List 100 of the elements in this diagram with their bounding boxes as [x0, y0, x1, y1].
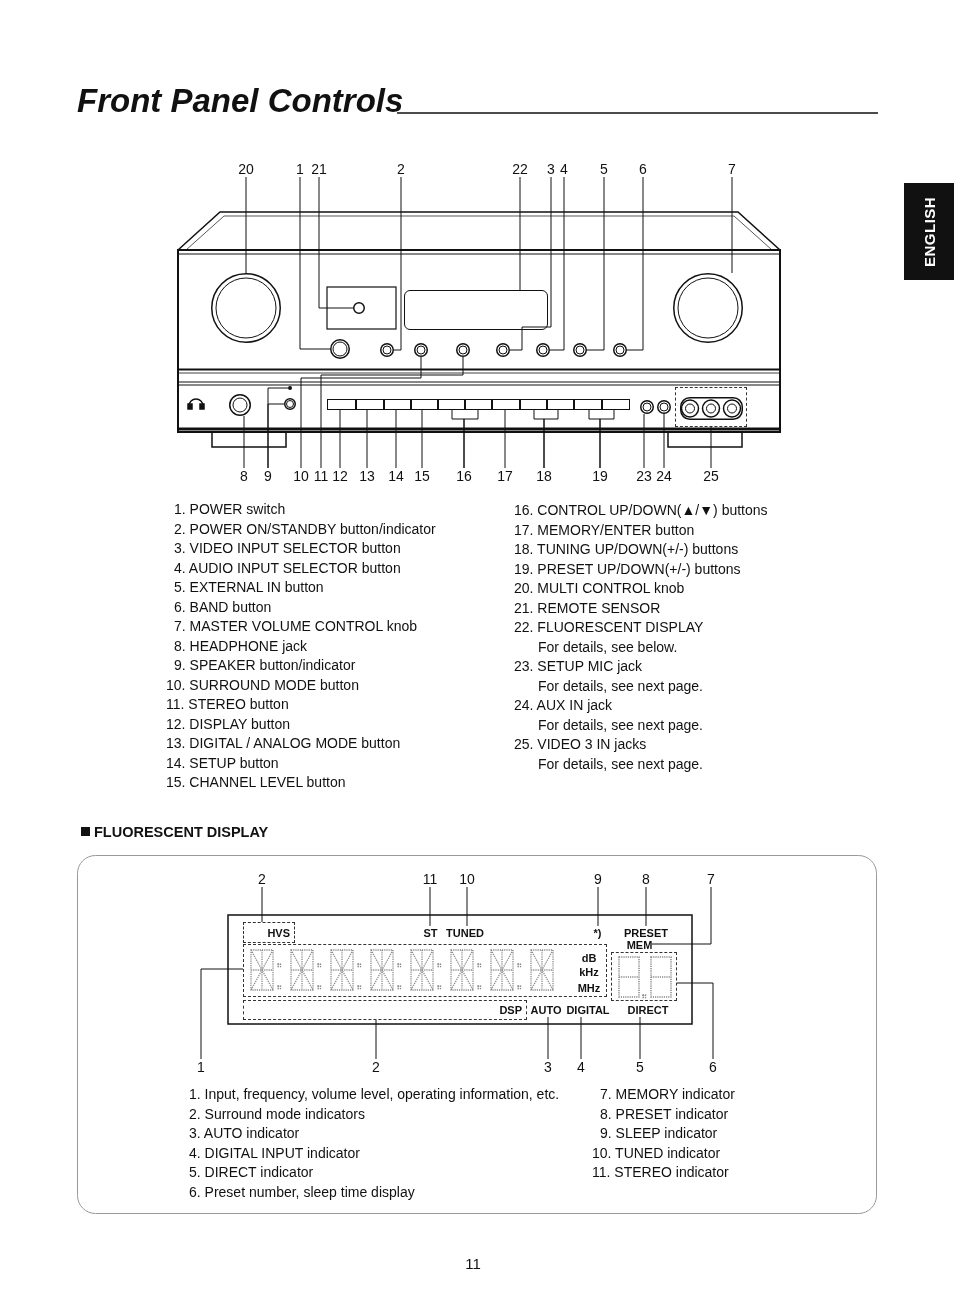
- leader-line: [547, 1016, 549, 1060]
- leader-line: [366, 409, 368, 469]
- list-item: 10. TUNED indicator: [592, 1144, 721, 1161]
- leader-line: [395, 409, 397, 469]
- callout-number: 7: [705, 871, 717, 887]
- knob: [673, 273, 743, 343]
- callout-number: 3: [542, 1059, 554, 1075]
- leader-line: [429, 886, 431, 927]
- note-text: For details, see next page.: [538, 677, 703, 694]
- panel-button: [520, 399, 547, 410]
- list-item: 25. VIDEO 3 IN jacks: [514, 736, 647, 752]
- round-button: [456, 343, 470, 357]
- panel-button: [438, 399, 465, 410]
- list-item: 24. AUX IN jack: [514, 697, 613, 713]
- leader-line: [543, 409, 559, 469]
- callout-number: 23: [634, 468, 654, 484]
- leader-line: [549, 176, 565, 351]
- list-item: 11. STEREO indicator: [592, 1164, 729, 1180]
- display-indicator: PRESET: [620, 926, 672, 939]
- video-input-panel: [675, 387, 747, 427]
- leader-line: [599, 409, 615, 469]
- list-item: 9. SPEAKER button/indicator: [174, 657, 356, 673]
- headphone-jack: [229, 394, 251, 416]
- list-item: 9. SLEEP indicator: [600, 1125, 718, 1141]
- indicator-light: [288, 386, 292, 390]
- leader-line: [597, 886, 599, 927]
- callout-number: 18: [534, 468, 554, 484]
- callout-number: 7: [726, 161, 738, 177]
- leader-line: [300, 356, 422, 469]
- list-item: 23. SETUP MIC jack: [514, 658, 643, 674]
- list-item: 1. POWER switch: [174, 501, 286, 517]
- leader-line: [519, 176, 521, 291]
- list-item: 2. Surround mode indicators: [189, 1105, 365, 1122]
- leader-line: [676, 982, 714, 1060]
- panel-button: [411, 399, 438, 410]
- leader-line: [320, 356, 464, 469]
- callout-number: 21: [309, 161, 329, 177]
- section-heading: FLUORESCENT DISPLAY: [94, 824, 269, 840]
- callout-number: 25: [701, 468, 721, 484]
- callout-number: 1: [294, 161, 306, 177]
- callout-number: 6: [707, 1059, 719, 1075]
- leader-line: [261, 886, 263, 923]
- list-item: 8. HEADPHONE jack: [174, 637, 308, 654]
- list-item: 14. SETUP button: [166, 754, 279, 771]
- power-button: [330, 339, 350, 359]
- callout-number: 24: [654, 468, 674, 484]
- display-indicator: ST: [420, 926, 441, 939]
- list-item: 5. DIRECT indicator: [189, 1164, 314, 1180]
- callout-number: 6: [637, 161, 649, 177]
- callout-number: 11: [420, 871, 440, 887]
- round-button: [414, 343, 428, 357]
- callout-number: 2: [370, 1059, 382, 1075]
- display-indicator: *): [591, 926, 604, 939]
- callout-number: 5: [634, 1059, 646, 1075]
- display-window: [404, 290, 548, 330]
- leader-line: [466, 886, 468, 927]
- note-text: For details, see below.: [538, 638, 678, 655]
- round-button: [613, 343, 627, 357]
- display-indicator: DIGITAL: [565, 1003, 611, 1017]
- leader-line: [299, 176, 331, 350]
- callout-number: 14: [386, 468, 406, 484]
- indicator-group: HVS: [243, 922, 295, 943]
- list-item: 21. REMOTE SENSOR: [514, 599, 661, 616]
- list-item: 6. BAND button: [174, 598, 272, 615]
- display-indicator: TUNED: [443, 926, 487, 939]
- indicator-group: DSP: [243, 1000, 527, 1020]
- callout-number: 3: [545, 161, 557, 177]
- callout-number: 19: [590, 468, 610, 484]
- panel-button: [574, 399, 602, 410]
- digit-display-area: [243, 944, 607, 997]
- list-item: 4. DIGITAL INPUT indicator: [189, 1144, 360, 1161]
- note-text: For details, see next page.: [538, 716, 703, 733]
- leader-line: [580, 1016, 582, 1060]
- leader-line: [339, 409, 341, 469]
- note-text: For details, see next page.: [538, 755, 703, 772]
- callout-number: 10: [457, 871, 477, 887]
- list-item: 7. MASTER VOLUME CONTROL knob: [174, 618, 417, 634]
- list-item: 5. EXTERNAL IN button: [174, 579, 324, 595]
- display-indicator: AUTO: [529, 1003, 563, 1017]
- display-indicator: MEM: [627, 939, 652, 950]
- callout-number: 22: [510, 161, 530, 177]
- panel-button: [327, 399, 356, 410]
- leader-line: [318, 176, 354, 309]
- callout-number: 12: [330, 468, 350, 484]
- callout-number: 20: [236, 161, 256, 177]
- list-item: 22. FLUORESCENT DISPLAY: [514, 619, 704, 635]
- page-number: 11: [465, 1254, 481, 1272]
- panel-button: [492, 399, 520, 410]
- remote-sensor-window: [353, 302, 365, 314]
- callout-number: 5: [598, 161, 610, 177]
- list-item: 20. MULTI CONTROL knob: [514, 580, 685, 596]
- leader-line: [663, 413, 665, 469]
- callout-number: 2: [256, 871, 268, 887]
- leader-line: [643, 413, 645, 469]
- leader-line: [267, 403, 285, 469]
- callout-number: 2: [395, 161, 407, 177]
- leader-line: [509, 176, 552, 351]
- round-button: [536, 343, 550, 357]
- callout-number: 15: [412, 468, 432, 484]
- leader-line: [463, 409, 479, 469]
